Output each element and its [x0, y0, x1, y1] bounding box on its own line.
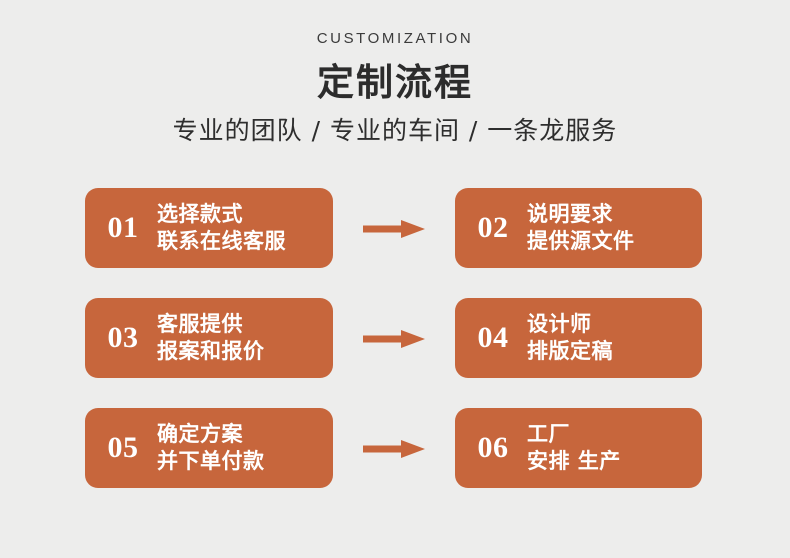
step-text: 设计师 排版定稿	[527, 311, 702, 365]
step-text-line1: 确定方案	[157, 422, 243, 446]
flow-step-card[interactable]: 03 客服提供 报案和报价	[85, 298, 333, 378]
step-text-line1: 工厂	[527, 422, 570, 446]
step-text-line1: 选择款式	[157, 202, 243, 226]
step-text-line1: 客服提供	[157, 312, 243, 336]
flow-step-card[interactable]: 05 确定方案 并下单付款	[85, 408, 333, 488]
step-number: 01	[107, 211, 139, 244]
step-text-line2: 报案和报价	[157, 339, 265, 363]
step-number: 05	[107, 431, 139, 464]
step-text: 选择款式 联系在线客服	[157, 201, 333, 255]
flow-step-card[interactable]: 02 说明要求 提供源文件	[455, 188, 702, 268]
step-text: 客服提供 报案和报价	[157, 311, 333, 365]
flow-row: 01 选择款式 联系在线客服 02 说明要求 提供源文件	[85, 188, 702, 268]
step-text-line2: 安排 生产	[527, 449, 621, 473]
step-text-line1: 设计师	[527, 312, 592, 336]
flow-row: 05 确定方案 并下单付款 06 工厂 安排 生产	[85, 408, 702, 488]
page-title: 定制流程	[317, 61, 473, 104]
flow-row: 03 客服提供 报案和报价 04 设计师 排版定稿	[85, 298, 702, 378]
flow-steps: 01 选择款式 联系在线客服 02 说明要求 提供源文件	[85, 188, 702, 488]
flow-step-card[interactable]: 04 设计师 排版定稿	[455, 298, 702, 378]
step-text-line1: 说明要求	[527, 202, 613, 226]
step-number: 02	[477, 211, 509, 244]
step-text-line2: 提供源文件	[527, 229, 635, 253]
arrow-right-icon	[363, 329, 425, 349]
step-text: 说明要求 提供源文件	[527, 201, 702, 255]
step-text-line2: 联系在线客服	[157, 229, 286, 253]
arrow-right-icon	[363, 439, 425, 459]
step-number: 06	[477, 431, 509, 464]
flow-step-card[interactable]: 06 工厂 安排 生产	[455, 408, 702, 488]
step-text: 工厂 安排 生产	[527, 421, 702, 475]
page-header: CUSTOMIZATION 定制流程 专业的团队 / 专业的车间 / 一条龙服务	[0, 0, 790, 146]
flow-step-card[interactable]: 01 选择款式 联系在线客服	[85, 188, 333, 268]
eyebrow-label: CUSTOMIZATION	[316, 30, 474, 47]
step-text-line2: 排版定稿	[527, 339, 613, 363]
step-number: 04	[477, 321, 509, 354]
step-text-line2: 并下单付款	[157, 449, 265, 473]
page-subtitle: 专业的团队 / 专业的车间 / 一条龙服务	[172, 116, 618, 145]
step-text: 确定方案 并下单付款	[157, 421, 333, 475]
step-number: 03	[107, 321, 139, 354]
arrow-right-icon	[363, 219, 425, 239]
